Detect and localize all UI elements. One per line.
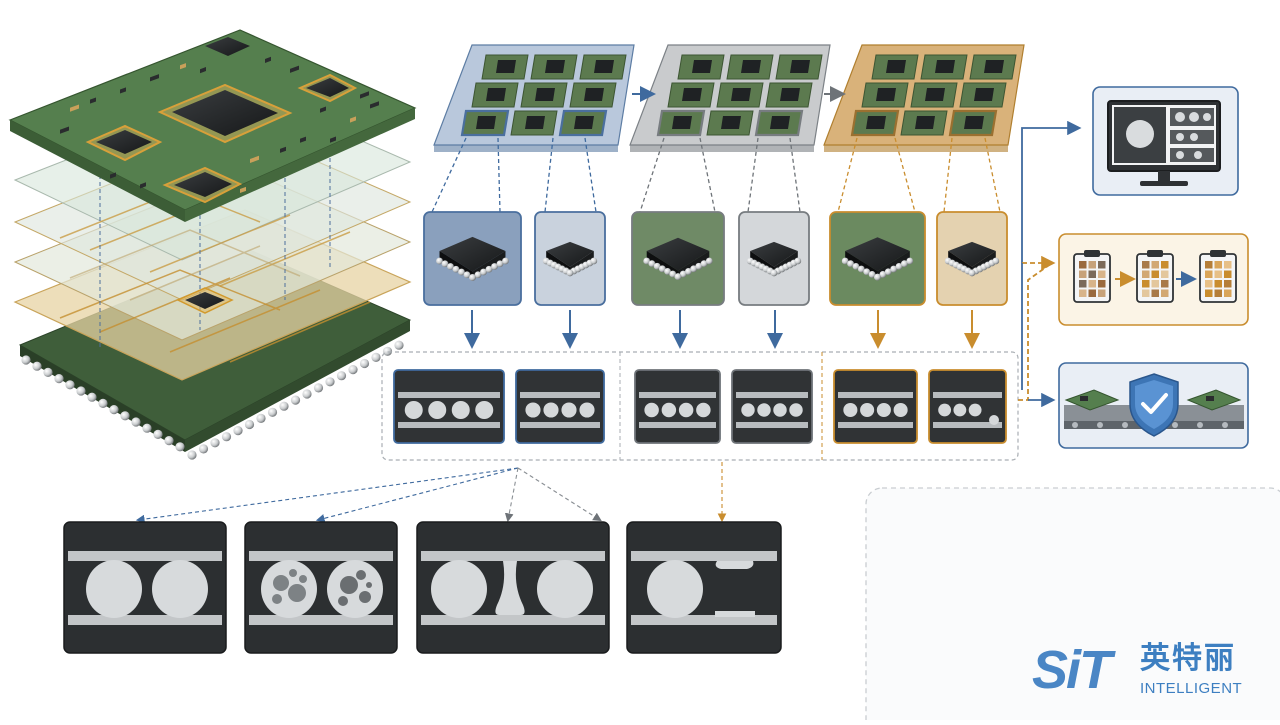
chip-closeup-panel — [829, 211, 926, 306]
tray-chip — [959, 82, 1007, 108]
chip-closeup-panel — [534, 211, 606, 306]
tray-chip — [471, 82, 519, 108]
chip-closeup-panel — [631, 211, 725, 306]
xray-section — [731, 369, 813, 444]
inspection-trays — [433, 44, 1025, 152]
tray-1 — [433, 44, 635, 152]
tray-chip — [520, 82, 568, 108]
tray-chip — [920, 54, 968, 80]
down-arrows — [464, 310, 980, 349]
xray-section — [634, 369, 721, 444]
empty-placeholder-area — [865, 487, 1280, 725]
tray-chip — [765, 82, 813, 108]
defect-panel-open — [626, 521, 782, 654]
report-card — [1058, 233, 1249, 326]
tray-chip — [969, 54, 1017, 80]
main-processor-chip — [172, 90, 278, 136]
clipboard-grid-icon — [1073, 250, 1237, 303]
logo-english-name: INTELLIGENT — [1140, 680, 1243, 697]
outcome-connectors — [1018, 120, 1082, 408]
tray-chip — [775, 54, 823, 80]
tray-2 — [629, 44, 831, 152]
xray-section — [515, 369, 605, 444]
tray-chip — [726, 54, 774, 80]
xray-section — [928, 369, 1007, 444]
tray-chip — [706, 110, 754, 136]
shield-check-icon — [1129, 373, 1179, 437]
chip-closeup-panel — [936, 211, 1008, 306]
tray-chip — [569, 82, 617, 108]
tray-3 — [823, 44, 1025, 152]
clipboard — [1199, 250, 1237, 303]
tray-chip — [579, 54, 627, 80]
tray-chip — [656, 109, 706, 137]
defect-panels — [63, 521, 782, 654]
tray-chip — [677, 54, 725, 80]
tray-chip — [910, 82, 958, 108]
solder-ball-row — [21, 340, 404, 460]
xray-row-frame — [381, 351, 1019, 461]
defect-panel-bridge — [416, 521, 610, 654]
company-logo: SiT 英特丽 INTELLIGENT — [1032, 640, 1252, 704]
qualified-card — [1058, 362, 1249, 449]
defect-fanout-arrows — [135, 462, 727, 524]
tray-chip — [530, 54, 578, 80]
tray-chip — [948, 109, 998, 137]
tray-chip — [558, 109, 608, 137]
tray-chip — [850, 109, 900, 137]
smd-components — [60, 56, 379, 194]
zoom-lines — [431, 137, 1001, 213]
clipboard — [1136, 250, 1174, 303]
tray-chip — [716, 82, 764, 108]
monitor-xray-icon — [1107, 100, 1221, 186]
chip-closeups — [423, 211, 1008, 306]
monitor-card — [1092, 86, 1239, 196]
mid-layer-chip — [176, 287, 234, 314]
tray-chip — [667, 82, 715, 108]
tray-chip — [481, 54, 529, 80]
xray-section — [393, 369, 505, 444]
exploded-pcb-stack — [8, 29, 417, 460]
clipboard — [1073, 250, 1111, 303]
defect-panel-good — [63, 521, 227, 654]
chip-closeup-panel — [423, 211, 522, 306]
tray-chip — [754, 109, 804, 137]
xray-section — [833, 369, 918, 444]
logo-chinese-name: 英特丽 — [1140, 641, 1236, 676]
top-pcb-board — [8, 29, 417, 222]
logo-mark: SiT — [1032, 640, 1112, 700]
tray-chip — [871, 54, 919, 80]
xray-cross-sections — [393, 369, 1007, 444]
tray-chip — [900, 110, 948, 136]
tray-chip — [460, 109, 510, 137]
tray-chip — [861, 82, 909, 108]
defect-panel-voids — [244, 521, 398, 654]
chip-closeup-panel — [738, 211, 810, 306]
tray-chip — [510, 110, 558, 136]
